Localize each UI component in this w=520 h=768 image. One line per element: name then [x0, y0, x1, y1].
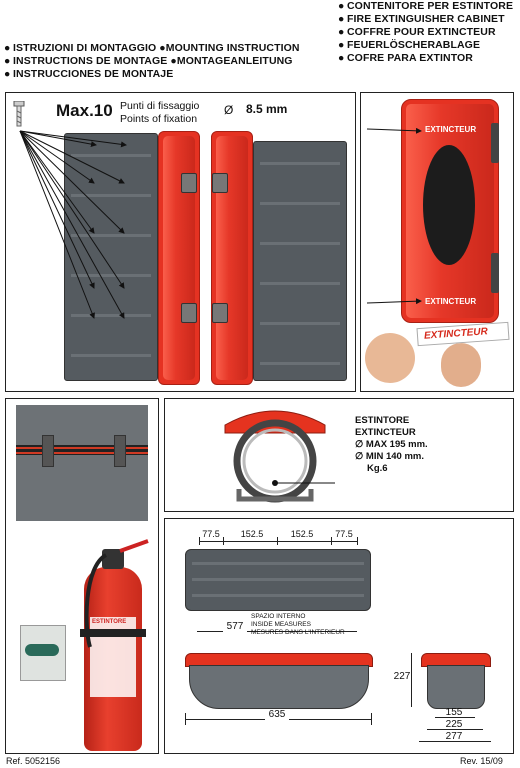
mounting-panel: Max.10 Punti di fissaggio Points of fixa…: [5, 92, 356, 392]
footer-rev: Rev. 15/09: [460, 756, 503, 766]
header-right: ●CONTENITORE PER ESTINTORE ●FIRE EXTINGU…: [338, 0, 513, 65]
dim-edge-right: 77.5: [335, 529, 353, 539]
cabinet-base-right: [253, 141, 347, 381]
strap-photo: [16, 405, 148, 521]
holder-ring-diagram: [224, 410, 335, 503]
dim-outer-length: 635: [265, 709, 289, 720]
cabinet-end-view: [427, 665, 485, 709]
strap-clip-left: [42, 435, 54, 467]
spec-min: ∅ MIN 140 mm.: [355, 451, 424, 462]
fixation-points-en: Points of fixation: [120, 113, 198, 125]
diameter-symbol: Ø: [224, 103, 234, 117]
header-right-line-4: ●FEUERLÖSCHERABLAGE: [338, 39, 481, 51]
header-left-line-1: ●ISTRUZIONI DI MONTAGGIO ●MOUNTING INSTR…: [4, 42, 300, 54]
hand-right: [441, 343, 481, 387]
cabinet-clip-lower: [491, 253, 499, 293]
strap: [16, 445, 148, 455]
dim-width-outer: 277: [445, 731, 463, 742]
inside-measures-text: SPAZIO INTERNO INSIDE MEASURES MESURES D…: [251, 613, 345, 637]
dim-height: 227: [393, 671, 411, 682]
extinguisher-strap: [80, 629, 146, 637]
dim-width-inner: 155: [445, 707, 463, 718]
footer-ref: Ref. 5052156: [6, 756, 61, 766]
closed-cabinet-panel: EXTINCTEUR EXTINCTEUR EXTINCTEUR: [360, 92, 514, 392]
dimensions-panel: 77.5 152.5 152.5 77.5 577 SPAZIO INTERNO…: [164, 518, 514, 754]
inside-fr: MESURES DANS L'INTERIEUR: [251, 629, 345, 636]
header-left: ●ISTRUZIONI DI MONTAGGIO ●MOUNTING INSTR…: [4, 42, 300, 81]
extinguisher: ESTINTORE: [80, 567, 146, 751]
hand-left: [365, 333, 415, 383]
inside-en: INSIDE MEASURES: [251, 621, 311, 628]
screw-icon: [13, 101, 25, 127]
spec-line-2: EXTINCTEUR: [355, 427, 416, 438]
spec-text: ESTINTORE EXTINCTEUR ∅ MAX 195 mm. ∅ MIN…: [355, 415, 428, 475]
diameter-value: 8.5 mm: [246, 102, 288, 116]
header-left-line-3: ●INSTRUCCIONES DE MONTAJE: [4, 68, 174, 80]
spec-max: ∅ MAX 195 mm.: [355, 439, 428, 450]
cabinet-label-bottom: EXTINCTEUR: [425, 297, 477, 306]
cabinet-window: [423, 145, 475, 265]
clip-upper-left: [181, 173, 197, 193]
dim-center-left: 152.5: [240, 529, 264, 539]
clip-lower-left: [181, 303, 197, 323]
dim-center-right: 152.5: [290, 529, 314, 539]
dim-inner-length: 577: [223, 621, 247, 632]
header-right-line-3: ●COFFRE POUR EXTINCTEUR: [338, 26, 496, 38]
strap-detail-inset: [20, 625, 66, 681]
spec-weight: Kg.6: [367, 463, 388, 474]
header-right-line-5: ●COFRE PARA EXTINTOR: [338, 52, 473, 64]
header-right-line-2: ●FIRE EXTINGUISHER CABINET: [338, 13, 505, 25]
dim-width-mid: 225: [445, 719, 463, 730]
extinguisher-valve: [102, 549, 124, 569]
cabinet-arrows: [366, 127, 422, 305]
spec-panel: ESTINTORE EXTINCTEUR ∅ MAX 195 mm. ∅ MIN…: [164, 398, 514, 512]
fixation-points-it: Punti di fissaggio: [120, 100, 200, 112]
clip-lower-right: [212, 303, 228, 323]
sticker-text: EXTINCTEUR: [423, 326, 489, 342]
header-left-line-2: ●INSTRUCTIONS DE MONTAGE ●MONTAGEANLEITU…: [4, 55, 293, 67]
strap-clip-right: [114, 435, 126, 467]
cabinet-clip-upper: [491, 123, 499, 163]
fixation-arrows: [19, 130, 127, 319]
strap-panel: ESTINTORE: [5, 398, 159, 754]
max-fixation-label: Max.10: [56, 101, 113, 120]
extinguisher-hose: [84, 539, 149, 648]
spec-line-1: ESTINTORE: [355, 415, 410, 426]
cabinet-side-view: [189, 665, 369, 709]
dim-edge-left: 77.5: [202, 529, 220, 539]
header-right-line-1: ●CONTENITORE PER ESTINTORE: [338, 0, 514, 12]
fixation-points-text: Punti di fissaggio Points of fixation: [120, 100, 199, 126]
inside-it: SPAZIO INTERNO: [251, 613, 306, 620]
clip-upper-right: [212, 173, 228, 193]
cabinet-label-top: EXTINCTEUR: [425, 125, 477, 134]
cabinet-back-view: [185, 549, 371, 611]
